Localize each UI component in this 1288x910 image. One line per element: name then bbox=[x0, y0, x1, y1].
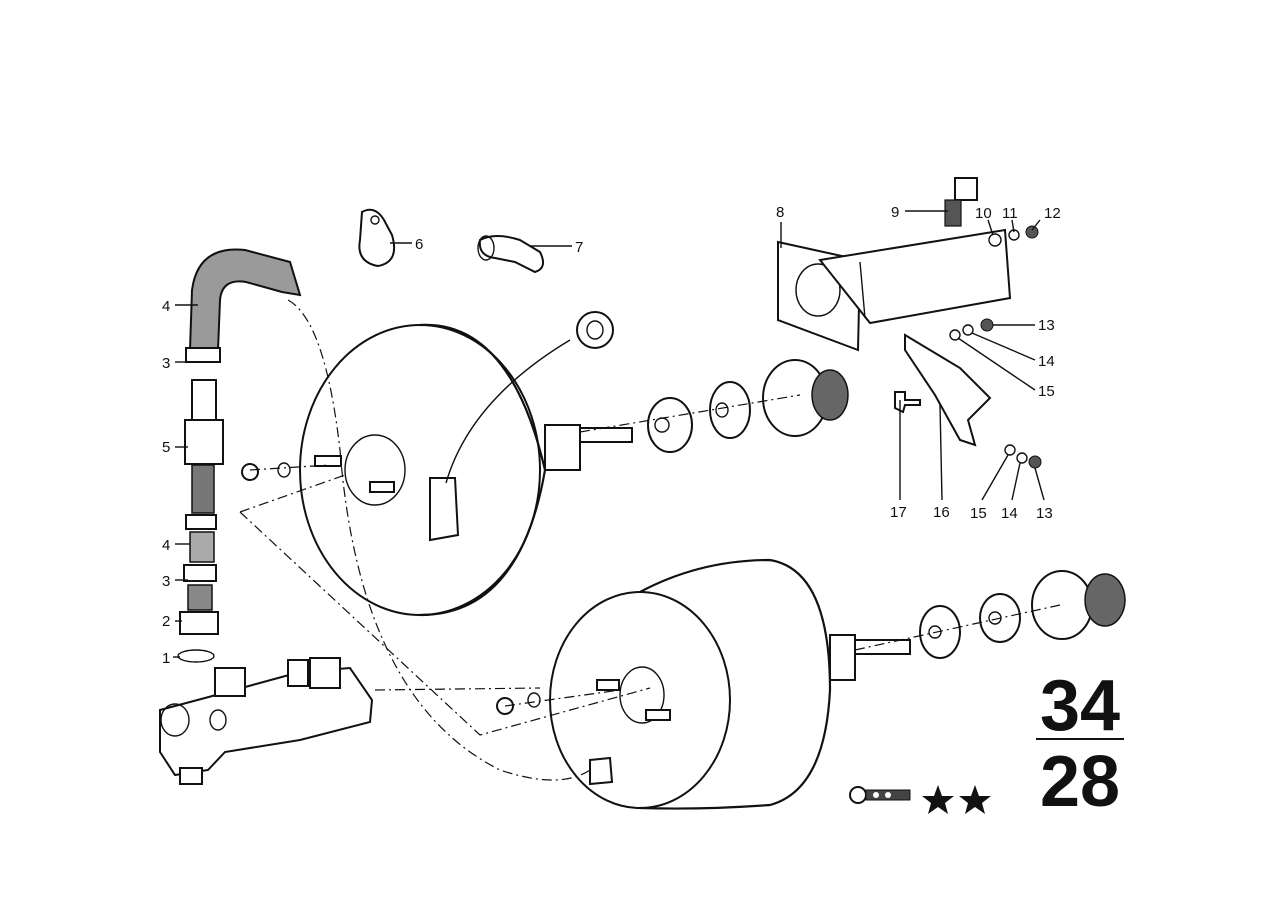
nut-stud bbox=[241, 463, 259, 481]
bracket-lower bbox=[904, 333, 992, 447]
vacuum-line bbox=[445, 339, 571, 484]
group-number-top: 34 bbox=[1040, 666, 1120, 746]
callout-13-lower: 13 bbox=[1036, 505, 1053, 522]
hose-tube bbox=[191, 379, 217, 421]
hose-tube-lower bbox=[191, 464, 215, 514]
callout-4-lower: 4 bbox=[162, 537, 170, 554]
callout-12: 12 bbox=[1044, 205, 1061, 222]
vacuum-hose bbox=[188, 248, 302, 351]
callout-7: 7 bbox=[575, 239, 583, 256]
callout-15-upper: 15 bbox=[1038, 383, 1055, 400]
booster-seals-lower bbox=[919, 570, 1126, 659]
star-icon bbox=[959, 785, 991, 814]
nut bbox=[1025, 225, 1039, 239]
brake-booster-upper bbox=[299, 323, 633, 617]
callout-17: 17 bbox=[890, 504, 907, 521]
key-icon bbox=[849, 786, 911, 804]
hose-fitting bbox=[187, 584, 213, 611]
washer-stud-lower bbox=[527, 692, 541, 708]
callout-14-upper: 14 bbox=[1038, 353, 1055, 370]
hose-clamp-bottom bbox=[183, 564, 217, 582]
stoplight-switch bbox=[944, 177, 978, 227]
callout-9: 9 bbox=[891, 204, 899, 221]
vacuum-hose-assembly bbox=[177, 248, 302, 663]
washer bbox=[988, 233, 1002, 247]
elbow-hose bbox=[477, 235, 545, 274]
callout-4-upper: 4 bbox=[162, 298, 170, 315]
callout-11: 11 bbox=[1002, 205, 1018, 222]
check-valve bbox=[184, 419, 224, 465]
callout-15-lower: 15 bbox=[970, 505, 987, 522]
hose-clamp-lower bbox=[185, 514, 217, 530]
hose-nut bbox=[179, 611, 219, 635]
brake-booster-lower bbox=[549, 558, 911, 810]
washer-15-lower bbox=[1004, 444, 1016, 456]
bolt bbox=[894, 391, 921, 414]
group-number-bottom: 28 bbox=[1040, 742, 1120, 822]
callout-3-lower: 3 bbox=[162, 573, 170, 590]
callout-10: 10 bbox=[975, 205, 992, 222]
washer-15-upper bbox=[949, 329, 961, 341]
callout-16: 16 bbox=[933, 504, 950, 521]
hose-clamp bbox=[185, 347, 221, 363]
mounting-bracket bbox=[777, 228, 1012, 352]
nut-13-upper bbox=[980, 318, 994, 332]
callout-14-lower: 14 bbox=[1001, 505, 1018, 522]
nut-13-lower bbox=[1028, 455, 1042, 469]
seal-ring bbox=[177, 649, 215, 663]
group-number: 34 28 bbox=[1036, 666, 1124, 822]
star-icon bbox=[922, 785, 954, 814]
washer-14-lower bbox=[1016, 452, 1028, 464]
hose-clip bbox=[358, 208, 396, 268]
callout-8: 8 bbox=[776, 204, 784, 221]
vacuum-port bbox=[429, 477, 460, 542]
callout-3-upper: 3 bbox=[162, 355, 170, 372]
callout-13-upper: 13 bbox=[1038, 317, 1055, 334]
washer-14-upper bbox=[962, 324, 974, 336]
callout-1: 1 bbox=[162, 650, 170, 667]
callout-5: 5 bbox=[162, 439, 170, 456]
hose-sleeve bbox=[189, 531, 215, 563]
washer-stud bbox=[277, 462, 291, 478]
callout-2: 2 bbox=[162, 613, 170, 630]
callout-6: 6 bbox=[415, 236, 423, 253]
master-cylinder bbox=[159, 657, 374, 785]
assembly-lines bbox=[239, 299, 1061, 781]
booster-seals-upper bbox=[647, 359, 849, 453]
sealing-washer bbox=[576, 311, 614, 349]
callout-labels: 1 2 3 4 5 3 4 6 7 8 9 10 11 12 13 14 15 … bbox=[162, 204, 1061, 667]
callout-leaders bbox=[173, 210, 1045, 658]
